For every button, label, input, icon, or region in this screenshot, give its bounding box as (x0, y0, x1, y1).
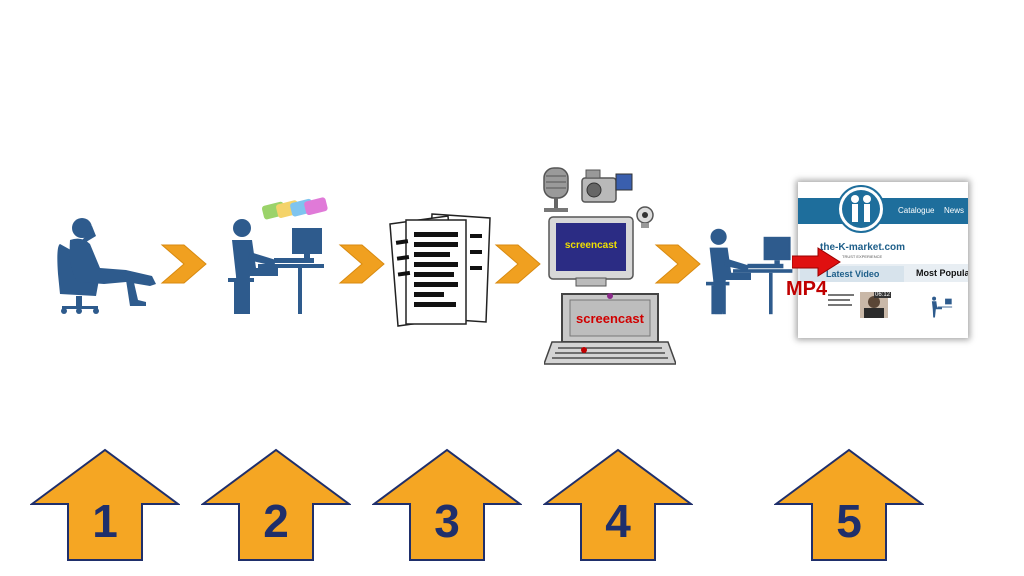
step-number: 3 (434, 495, 460, 547)
site-brand: the-K-market.com (820, 242, 906, 253)
mp4-label: MP4 (786, 278, 828, 300)
person-at-computer-icon (228, 216, 328, 316)
screencast-monitor: screencast (548, 216, 634, 288)
step-number: 2 (263, 495, 289, 547)
microphone-icon (536, 166, 576, 214)
person-at-computer-icon (706, 226, 796, 316)
screencast-laptop: screencast (544, 292, 676, 366)
tab-most-popular: Most Popular (916, 268, 968, 278)
step-arrow-5: 5 (774, 448, 924, 562)
colorful-folders-icon (258, 188, 334, 222)
next-step-chevron (160, 243, 208, 285)
video-duration: 06:12 (874, 292, 892, 298)
step-arrow-1: 1 (30, 448, 180, 562)
webcam-icon (632, 204, 658, 230)
text-lines (828, 294, 856, 310)
next-step-chevron (654, 243, 702, 285)
red-arrow-icon (792, 246, 842, 278)
step-number: 4 (605, 495, 631, 547)
site-tagline: TRUST EXPERIENCE (842, 254, 883, 259)
documents-icon (382, 210, 496, 328)
next-step-chevron (338, 243, 386, 285)
screencast-laptop-label: screencast (576, 311, 644, 326)
step-arrow-2: 2 (201, 448, 351, 562)
step-number: 1 (92, 495, 118, 547)
video-camera-icon (580, 168, 634, 208)
small-person-icon (930, 296, 954, 318)
site-logo-icon (836, 184, 886, 234)
screencast-monitor-label: screencast (564, 240, 618, 251)
site-nav-catalogue: Catalogue (898, 206, 935, 215)
next-step-chevron (494, 243, 542, 285)
thinking-person-icon (56, 214, 162, 316)
step-arrow-4: 4 (543, 448, 693, 562)
step-arrow-3: 3 (372, 448, 522, 562)
step-number: 5 (836, 495, 862, 547)
site-nav-news: News (944, 206, 965, 215)
